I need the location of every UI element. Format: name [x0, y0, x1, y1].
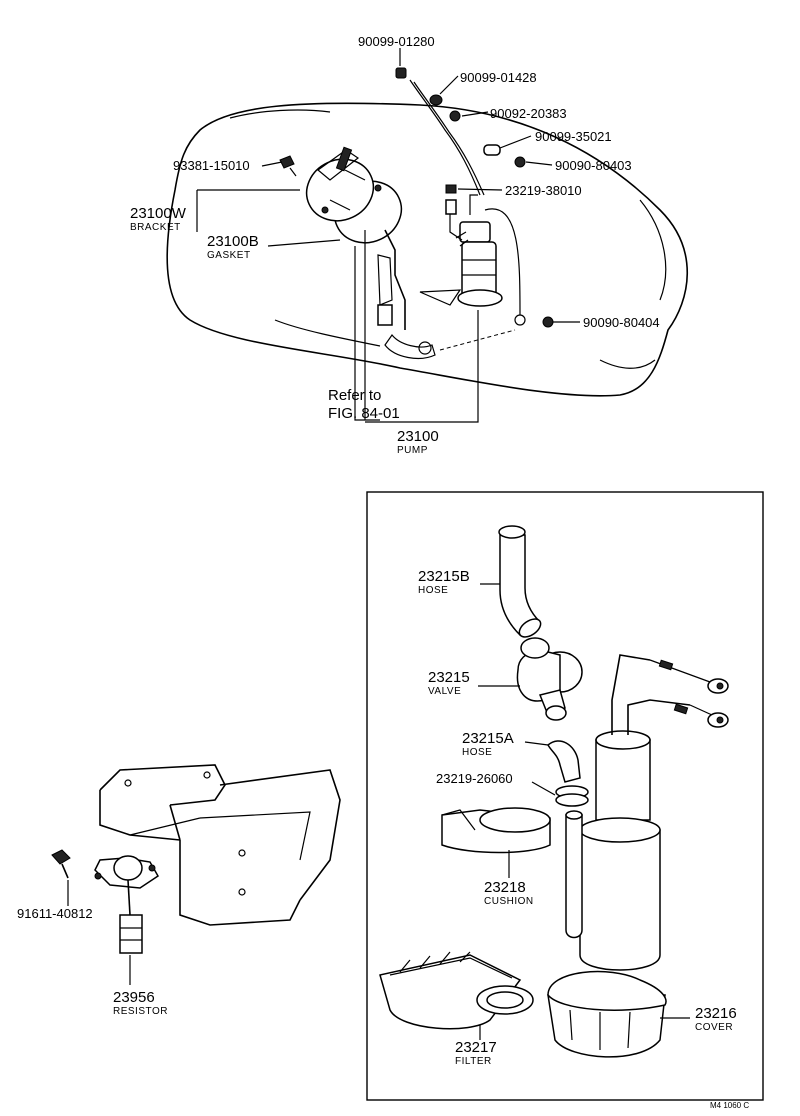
label-23100: 23100 — [397, 428, 439, 445]
label-23100B-name: GASKET — [207, 250, 251, 261]
leader-lines-top — [196, 48, 580, 423]
leader-lines-box — [478, 583, 690, 1040]
leader-lines-left — [67, 880, 131, 985]
filter-23217-drawing — [379, 951, 534, 1030]
body-bracket-drawing — [99, 764, 341, 926]
label-refer-to: Refer to — [328, 387, 381, 404]
hardware-screw-93381-15010 — [279, 155, 297, 177]
resistor-23956-drawing — [94, 855, 159, 954]
bolt-91611-40812-drawing — [51, 849, 71, 879]
label-23215B-name: HOSE — [418, 585, 448, 596]
label-23956-name: RESISTOR — [113, 1006, 168, 1017]
label-23100W-name: BRACKET — [130, 222, 181, 233]
label-23100W: 23100W — [130, 205, 187, 222]
label-23215: 23215 — [428, 669, 470, 686]
label-90099-01280: 90099-01280 — [358, 34, 435, 49]
label-refer-fig: FIG. 84-01 — [328, 405, 400, 422]
fuel-tank-drawing — [166, 102, 688, 397]
label-23216-name: COVER — [695, 1022, 733, 1033]
label-90090-80403: 90090-80403 — [555, 158, 632, 173]
label-23219-38010: 23219-38010 — [505, 183, 582, 198]
label-90090-80404: 90090-80404 — [583, 315, 660, 330]
label-23100-name: PUMP — [397, 445, 428, 456]
footer-code: M4 1060 C — [710, 1101, 749, 1110]
label-23956: 23956 — [113, 989, 155, 1006]
label-23216: 23216 — [695, 1005, 737, 1022]
label-90099-01428: 90099-01428 — [460, 70, 537, 85]
pump-body-drawing — [565, 654, 729, 971]
valve-23215-drawing — [516, 637, 583, 721]
hardware-nut-90090-80403 — [514, 156, 526, 168]
label-23215-name: VALVE — [428, 686, 461, 697]
detail-frame — [366, 491, 764, 1101]
label-91611-40812: 91611-40812 — [17, 906, 93, 921]
label-23217: 23217 — [455, 1039, 497, 1056]
label-23218: 23218 — [484, 879, 526, 896]
cover-23216-drawing — [547, 970, 667, 1058]
hardware-clip-23219-38010 — [445, 184, 457, 194]
label-90099-35021: 90099-35021 — [535, 129, 612, 144]
cushion-23218-drawing — [441, 807, 551, 854]
clamp-23219-26060-drawing — [555, 785, 589, 807]
pump-drawing — [419, 194, 526, 351]
bracket-assembly-drawing — [305, 146, 436, 359]
hose-23215B-drawing — [498, 525, 542, 638]
hose-23215A-drawing — [547, 740, 581, 783]
wire-harness-drawing — [409, 79, 485, 196]
label-23100B: 23100B — [207, 233, 259, 250]
label-23218-name: CUSHION — [484, 896, 534, 907]
label-23219-26060: 23219-26060 — [436, 771, 513, 786]
hardware-nut-90092-20383 — [449, 110, 461, 122]
label-23215B: 23215B — [418, 568, 470, 585]
label-23215A: 23215A — [462, 730, 514, 747]
label-23217-name: FILTER — [455, 1056, 492, 1067]
label-93381-15010: 93381-15010 — [173, 158, 250, 173]
label-23215A-name: HOSE — [462, 747, 492, 758]
label-90092-20383: 90092-20383 — [490, 106, 567, 121]
hardware-nut-90090-80404 — [542, 316, 554, 328]
hardware-nut-90099-01280 — [395, 67, 407, 79]
hardware-clamp-90099-01428 — [429, 94, 443, 106]
hardware-grommet-90099-35021 — [483, 144, 501, 156]
